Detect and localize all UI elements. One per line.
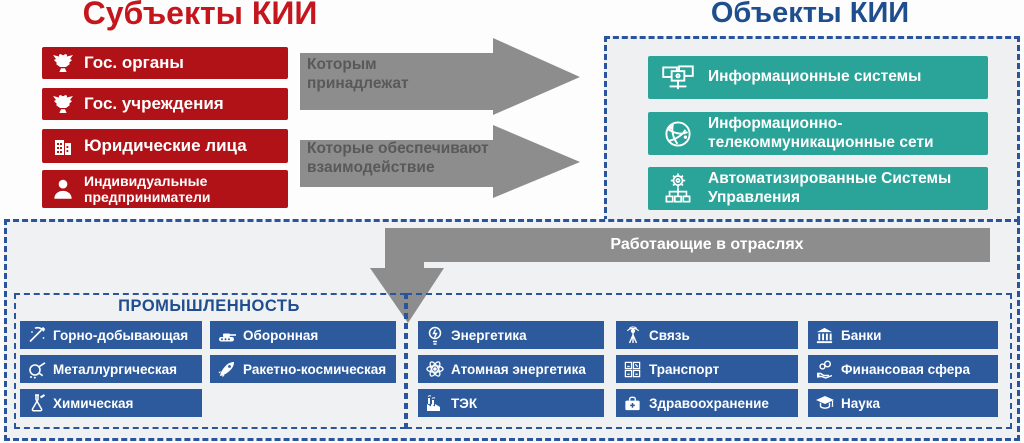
sector-box-healthcare: Здравоохранение [616,389,798,417]
sector-box-banks: Банки [808,321,998,349]
rocket-icon [210,359,243,379]
sector-box-science: Наука [808,389,998,417]
lightbulb-icon [418,325,451,345]
subject-box-legal-entities: Юридические лица [42,129,288,163]
person-icon [42,176,84,202]
object-box-telecom-networks: Информационно-телекоммуникационные сети [648,112,988,155]
sector-box-nuclear: Атомная энергетика [418,355,604,383]
sectors-bar: Работающие в отраслях [424,228,990,262]
pickaxe-icon [20,325,53,345]
object-label: Информационные системы [708,68,922,86]
down-arrow [370,228,444,323]
subject-box-gov-organs: Гос. органы [42,47,288,79]
gear-asu-icon [648,170,708,208]
subject-label: Индивидуальные предприниматели [84,172,211,205]
finance-hand-icon [808,359,841,379]
globe-network-icon [648,115,708,153]
industry-box-metallurgy: Металлургическая [20,355,202,383]
industry-group-title: ПРОМЫШЛЕННОСТЬ [118,297,300,315]
sector-label: Наука [841,395,881,411]
sector-label: Связь [649,327,690,343]
object-box-automated-control: Автоматизированные Системы Управления [648,167,988,210]
sector-label: Здравоохранение [649,395,769,411]
tank-icon [210,325,243,345]
subject-label: Гос. учреждения [84,94,224,113]
arrow-belong [300,38,580,115]
subject-label: Гос. органы [84,53,184,72]
sectors-group-container [406,293,1012,429]
industry-box-defense: Оборонная [210,321,396,349]
industry-label: Металлургическая [53,361,177,377]
transport-icon [616,360,649,379]
industry-box-space: Ракетно-космическая [210,355,396,383]
monitors-icon [648,59,708,97]
eagle-emblem-icon [42,92,84,116]
ladle-icon [20,359,53,379]
objects-title: Объекты КИИ [710,0,910,29]
sector-label: Энергетика [451,327,527,343]
industry-label: Оборонная [243,327,319,343]
medical-bag-icon [616,394,649,413]
industry-label: Горно-добывающая [53,327,189,343]
antenna-icon [616,325,649,345]
sector-box-finance: Финансовая сфера [808,355,998,383]
subject-box-gov-institutions: Гос. учреждения [42,88,288,120]
sectors-bar-label: Работающие в отраслях [610,236,804,253]
object-label: Информационно-телекоммуникационные сети [708,114,934,151]
arrow-interact-label: Которые обеспечивают взаимодействие [307,140,489,177]
building-icon [42,134,84,158]
flask-icon [20,393,53,413]
industry-box-chemical: Химическая [20,389,202,417]
bank-icon [808,326,841,345]
eagle-emblem-icon [42,51,84,75]
sector-label: Банки [841,327,882,343]
sector-box-communication: Связь [616,321,798,349]
sector-label: Транспорт [649,361,720,377]
sector-label: ТЭК [451,395,478,411]
factory-icon [418,393,451,413]
arrow-interact [300,125,580,198]
industry-box-mining: Горно-добывающая [20,321,202,349]
sector-box-transport: Транспорт [616,355,798,383]
sector-box-fuel-energy: ТЭК [418,389,604,417]
industry-label: Ракетно-космическая [243,361,387,377]
subjects-title: Субъекты КИИ [82,0,318,31]
graduation-cap-icon [808,393,841,413]
atom-icon [418,359,451,379]
industry-group-container [14,293,406,429]
sector-box-energy: Энергетика [418,321,604,349]
sector-label: Финансовая сфера [841,361,971,377]
object-box-info-systems: Информационные системы [648,56,988,99]
arrow-belong-label: Которым принадлежат [307,56,409,93]
object-label: Автоматизированные Системы Управления [708,169,952,206]
industry-label: Химическая [53,395,134,411]
subject-box-entrepreneurs: Индивидуальные предприниматели [42,170,288,208]
subject-label: Юридические лица [84,136,247,155]
sector-label: Атомная энергетика [451,361,586,377]
